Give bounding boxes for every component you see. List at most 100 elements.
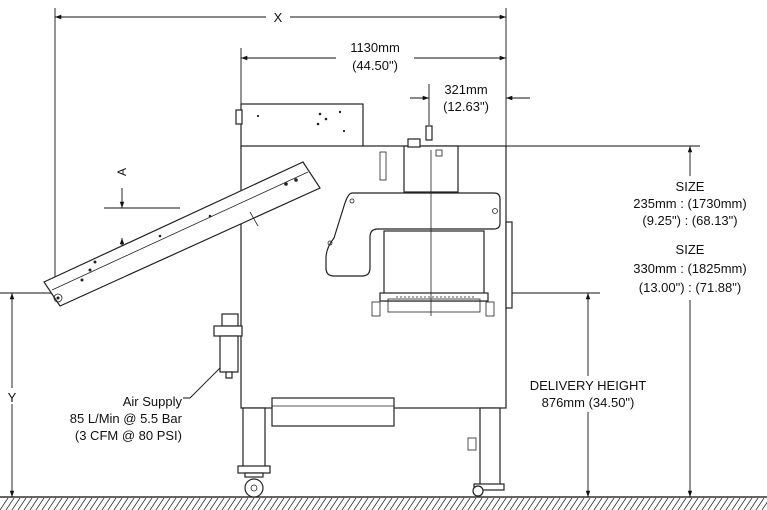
floor-hatch-mark <box>41 497 51 510</box>
floor-hatch-mark <box>221 497 231 510</box>
floor-hatch-mark <box>65 497 75 510</box>
lower-tray <box>271 397 395 427</box>
floor-hatch-mark <box>701 497 711 510</box>
floor-hatch-mark <box>5 497 15 510</box>
air-supply-line3: (3 CFM @ 80 PSI) <box>75 428 182 443</box>
floor-hatch-mark <box>719 497 729 510</box>
floor-hatch-mark <box>311 497 321 510</box>
floor-hatch-mark <box>707 497 717 510</box>
floor-hatch-mark <box>101 497 111 510</box>
floor-hatch-mark <box>275 497 285 510</box>
floor-hatch-mark <box>737 497 747 510</box>
floor-hatch-mark <box>17 497 27 510</box>
floor-hatch-mark <box>323 497 333 510</box>
floor-hatch-mark <box>713 497 723 510</box>
floor-hatch-mark <box>635 497 645 510</box>
air-supply-line2: 85 L/Min @ 5.5 Bar <box>70 411 183 426</box>
floor-hatch-mark <box>503 497 513 510</box>
floor-hatch-mark <box>245 497 255 510</box>
feed-conveyor <box>43 161 321 307</box>
floor-hatch-mark <box>167 497 177 510</box>
air-regulator <box>213 313 243 379</box>
floor-hatch-mark <box>155 497 165 510</box>
delivery-tray <box>383 230 485 302</box>
dimension-y: Y <box>0 292 60 497</box>
floor-hatch-mark <box>443 497 453 510</box>
floor-hatch-mark <box>431 497 441 510</box>
floor-hatch-mark <box>539 497 549 510</box>
floor-hatch-mark <box>695 497 705 510</box>
air-supply-line1: Air Supply <box>123 394 183 409</box>
floor-hatch-mark <box>557 497 567 510</box>
floor-hatch-mark <box>599 497 609 510</box>
floor-hatch-mark <box>743 497 753 510</box>
floor-hatch-mark <box>95 497 105 510</box>
floor-hatch-mark <box>161 497 171 510</box>
floor-hatch-mark <box>119 497 129 510</box>
dimension-offset-mm: 321mm <box>444 82 487 97</box>
floor-hatch-mark <box>479 497 489 510</box>
floor-hatch-mark <box>263 497 273 510</box>
floor-hatch-mark <box>497 497 507 510</box>
floor-hatch-mark <box>605 497 615 510</box>
floor-hatch-mark <box>77 497 87 510</box>
floor-hatch-mark <box>227 497 237 510</box>
floor-hatch-mark <box>731 497 741 510</box>
dimension-offset-in: (12.63") <box>443 99 489 114</box>
floor-hatch-mark <box>473 497 483 510</box>
top-cover <box>240 103 364 149</box>
floor-hatch-mark <box>173 497 183 510</box>
floor-hatch-mark <box>29 497 39 510</box>
air-supply-callout: Air Supply 85 L/Min @ 5.5 Bar (3 CFM @ 8… <box>70 361 227 443</box>
dimension-y-label: Y <box>8 390 17 405</box>
floor-hatch-mark <box>347 497 357 510</box>
floor-hatch-mark <box>755 497 765 510</box>
floor-hatch-mark <box>647 497 657 510</box>
floor-hatch-mark <box>257 497 267 510</box>
floor-hatch-mark <box>83 497 93 510</box>
floor-hatch-mark <box>113 497 123 510</box>
floor-hatch-mark <box>287 497 297 510</box>
floor-hatch-mark <box>563 497 573 510</box>
c-arm <box>325 192 501 277</box>
floor-hatch-mark <box>551 497 561 510</box>
floor-hatch-mark <box>419 497 429 510</box>
floor-hatch-mark <box>269 497 279 510</box>
floor-hatch-mark <box>749 497 759 510</box>
floor-hatch-mark <box>533 497 543 510</box>
floor-hatch-mark <box>653 497 663 510</box>
floor-hatch-mark <box>89 497 99 510</box>
floor-hatch-mark <box>251 497 261 510</box>
right-caster <box>472 483 505 497</box>
dimension-offset: 321mm (12.63") <box>410 82 530 125</box>
floor-hatch-mark <box>317 497 327 510</box>
floor-hatch-mark <box>233 497 243 510</box>
floor-hatch-mark <box>365 497 375 510</box>
floor-hatch-mark <box>359 497 369 510</box>
floor-hatch-mark <box>125 497 135 510</box>
floor-hatch-mark <box>611 497 621 510</box>
floor-hatch-mark <box>371 497 381 510</box>
floor-hatch-mark <box>683 497 693 510</box>
floor-hatch-mark <box>239 497 249 510</box>
machine <box>43 103 513 498</box>
floor-hatching <box>0 496 767 510</box>
right-leg <box>479 407 501 487</box>
delivery-height-value: 876mm (34.50") <box>542 395 635 410</box>
dimension-x-label: X <box>274 10 283 25</box>
floor-hatch-mark <box>191 497 201 510</box>
floor-hatch-mark <box>509 497 519 510</box>
size-one-line2: (9.25") : (68.13") <box>642 213 737 228</box>
floor-hatch-mark <box>485 497 495 510</box>
floor-hatch-mark <box>335 497 345 510</box>
left-caster <box>237 465 271 498</box>
floor-hatch-mark <box>353 497 363 510</box>
floor-hatch-mark <box>593 497 603 510</box>
floor-hatch-mark <box>761 501 767 510</box>
floor-hatch-mark <box>617 497 627 510</box>
floor-hatch-mark <box>209 497 219 510</box>
size-two-line1: 330mm : (1825mm) <box>633 261 746 276</box>
floor-hatch-mark <box>329 497 339 510</box>
floor-hatch-mark <box>143 497 153 510</box>
